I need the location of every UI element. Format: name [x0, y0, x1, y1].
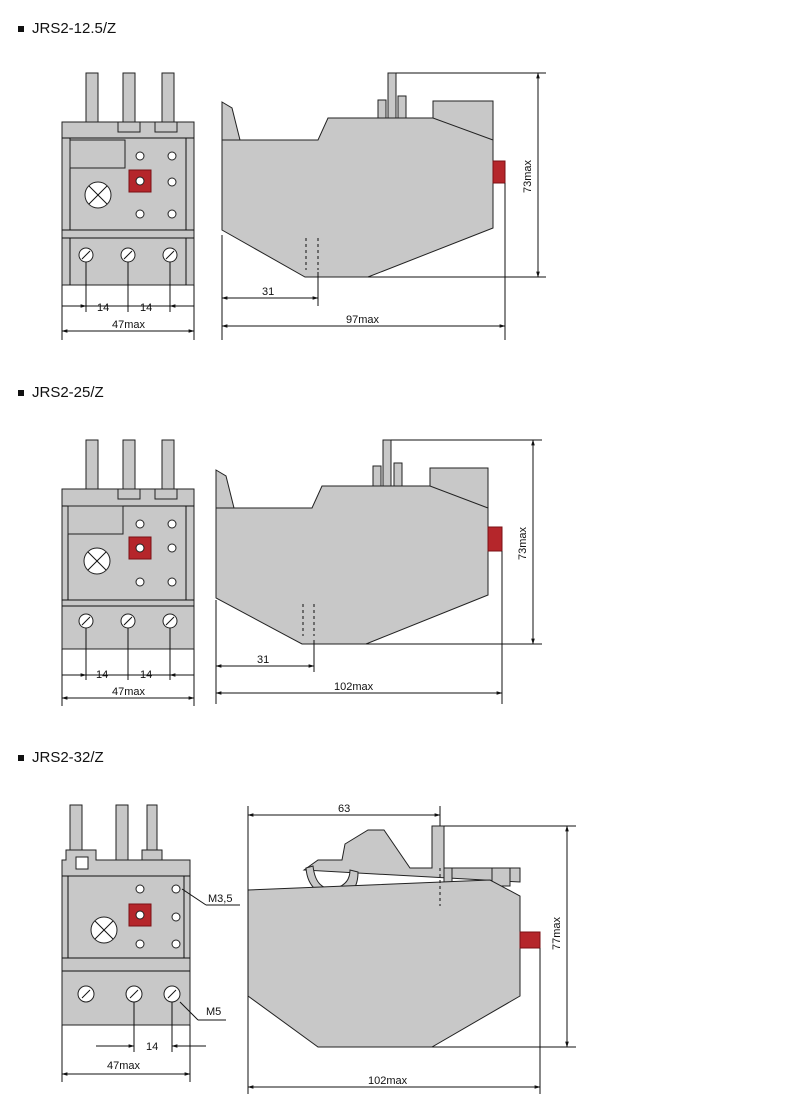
length-label: 102max [368, 1075, 408, 1087]
section-title-3: JRS2-32/Z [18, 749, 104, 766]
screw-size-label: M3,5 [208, 893, 232, 905]
screw-terminal-icon [77, 985, 181, 1003]
side-dimensions-3: 63 77max 102max [247, 803, 576, 1094]
bullet-square-icon [18, 25, 24, 32]
pitch-label: 14 [140, 669, 152, 681]
height-label: 73max [517, 526, 529, 560]
height-label: 77max [551, 916, 563, 950]
offset-label: 31 [257, 654, 269, 666]
model-label: JRS2-25/Z [32, 384, 104, 401]
crossed-circle-icon [83, 547, 111, 575]
width-label: 47max [112, 319, 146, 331]
side-view-1 [221, 72, 506, 278]
pitch-label: 14 [97, 302, 109, 314]
bullet-square-icon [18, 389, 24, 396]
length-label: 97max [346, 314, 380, 326]
crossed-circle-icon [90, 916, 118, 944]
offset-label: 31 [262, 286, 274, 298]
front-view-1 [61, 72, 195, 286]
side-dimensions-1: 73max 31 97max [221, 72, 546, 340]
width-label: 47max [107, 1060, 141, 1072]
bullet-square-icon [18, 754, 24, 761]
red-reset-button-icon [492, 160, 506, 184]
width-label: 47max [112, 686, 146, 698]
section-title-1: JRS2-12.5/Z [18, 20, 116, 37]
red-reset-button-icon [519, 931, 541, 949]
top-offset-label: 63 [338, 803, 350, 815]
model-label: JRS2-32/Z [32, 749, 104, 766]
screw-terminal-icon [78, 613, 178, 629]
length-label: 102max [334, 681, 374, 693]
front-dimensions-2: 14 14 47max [61, 628, 195, 706]
side-view-2 [215, 439, 503, 645]
model-label: JRS2-12.5/Z [32, 20, 117, 37]
front-view-2 [61, 439, 195, 650]
section-title-2: JRS2-25/Z [18, 384, 104, 401]
front-view-3 [61, 804, 191, 1026]
pitch-label: 14 [140, 302, 152, 314]
front-dimensions-1: 14 14 47max [61, 262, 195, 340]
pitch-label: 14 [96, 669, 108, 681]
side-dimensions-2: 73max 31 102max [215, 439, 542, 704]
pitch-label: 14 [146, 1041, 158, 1053]
side-view-3 [247, 825, 541, 1048]
height-label: 73max [522, 159, 534, 193]
red-reset-button-icon [487, 526, 503, 552]
screw-size-label: M5 [206, 1006, 221, 1018]
front-dimensions-3: M3,5 M5 14 47max [61, 888, 240, 1082]
crossed-circle-icon [84, 181, 112, 209]
